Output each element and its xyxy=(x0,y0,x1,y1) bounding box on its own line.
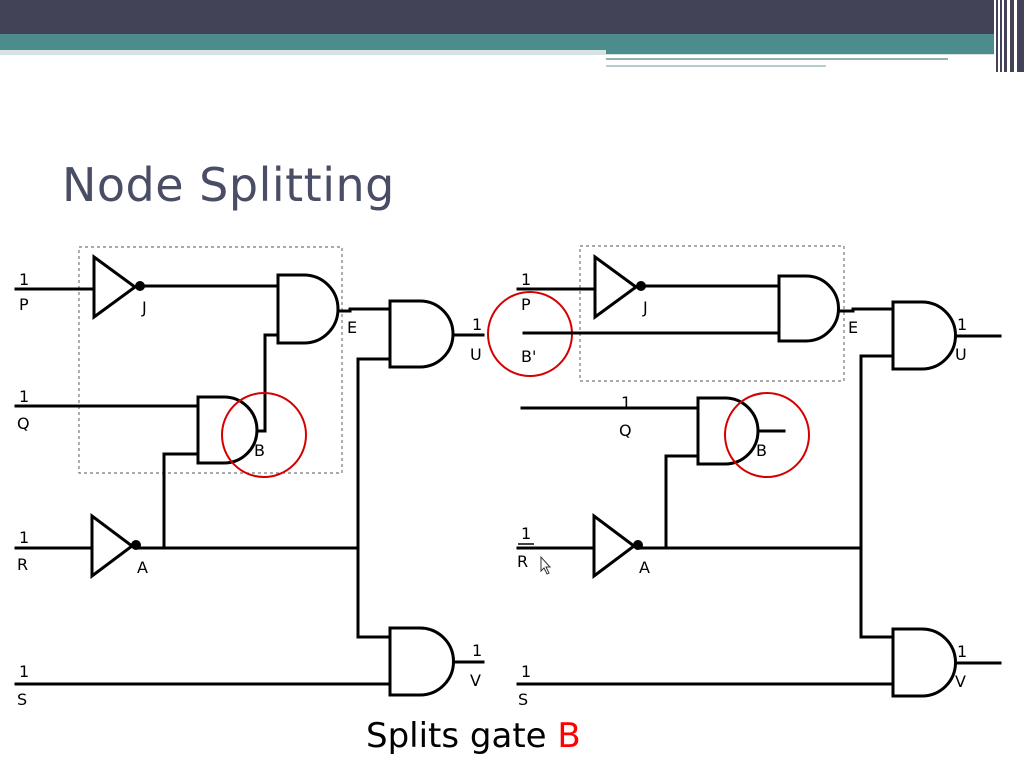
input-p-label: P xyxy=(19,295,29,314)
highlight-circle-b xyxy=(221,392,307,478)
header-bar xyxy=(0,0,1024,72)
output-u-value: 1 xyxy=(472,315,482,334)
input-r-label: R xyxy=(17,555,28,574)
caption: Splits gate B xyxy=(366,716,581,756)
and-gate-b xyxy=(196,395,259,465)
gate-j-label: J xyxy=(141,298,147,317)
caption-highlight: B xyxy=(557,716,581,756)
input-r-value: 1 xyxy=(521,524,531,543)
output-u-label: U xyxy=(470,345,482,364)
not-gate-j xyxy=(92,254,138,320)
input-s-label: S xyxy=(17,690,27,709)
input-p-label: P xyxy=(521,295,531,314)
output-v-value: 1 xyxy=(472,641,482,660)
gate-group-box xyxy=(78,246,343,474)
not-gate-a xyxy=(90,513,135,579)
junction-dot-a xyxy=(131,540,141,550)
input-r-value: 1 xyxy=(19,528,29,547)
input-p-value: 1 xyxy=(521,270,531,289)
gate-a-label: A xyxy=(137,558,148,577)
and-gate-v xyxy=(388,626,455,697)
gate-group-box xyxy=(579,245,845,382)
and-gate-b xyxy=(696,396,760,466)
junction-dot-j xyxy=(636,281,646,291)
gate-j-label: J xyxy=(642,298,648,317)
circuit-diagram: 1 P 1 Q 1 R 1 S J E B xyxy=(14,245,1002,709)
gate-e-label: E xyxy=(848,318,858,337)
and-gate-e xyxy=(276,273,340,345)
and-gate-u xyxy=(388,299,455,369)
and-gate-u xyxy=(891,300,957,371)
caption-text: Splits gate xyxy=(366,716,558,756)
mouse-cursor-icon xyxy=(540,555,552,575)
output-v-label: V xyxy=(470,671,481,690)
junction-dot-j xyxy=(135,281,145,291)
output-v-label: V xyxy=(955,672,966,691)
output-u-value: 1 xyxy=(957,315,967,334)
junction-dot-a xyxy=(633,540,643,550)
input-q-label: Q xyxy=(619,421,632,440)
input-r-label: R xyxy=(517,552,528,571)
not-gate-a xyxy=(592,513,637,579)
circuit-original: 1 P 1 Q 1 R 1 S J E B xyxy=(14,246,485,709)
and-gate-e xyxy=(777,274,840,343)
input-bprime-label: B' xyxy=(521,347,536,366)
input-s-value: 1 xyxy=(521,662,531,681)
gate-e-label: E xyxy=(347,318,357,337)
output-u-label: U xyxy=(955,345,967,364)
page-title: Node Splitting xyxy=(62,158,395,212)
input-s-value: 1 xyxy=(19,662,29,681)
circuit-split: 1 P B' 1 Q 1 R 1 S J E xyxy=(487,245,1002,709)
input-q-value: 1 xyxy=(621,393,631,412)
input-p-value: 1 xyxy=(19,270,29,289)
gate-b-label: B xyxy=(756,441,767,460)
gate-b-label: B xyxy=(254,441,265,460)
input-q-value: 1 xyxy=(19,387,29,406)
input-s-label: S xyxy=(518,690,528,709)
input-q-label: Q xyxy=(17,414,30,433)
gate-a-label: A xyxy=(639,558,650,577)
output-v-value: 1 xyxy=(957,642,967,661)
not-gate-j xyxy=(593,254,639,320)
highlight-circle-b xyxy=(724,392,810,478)
and-gate-v xyxy=(891,627,957,698)
